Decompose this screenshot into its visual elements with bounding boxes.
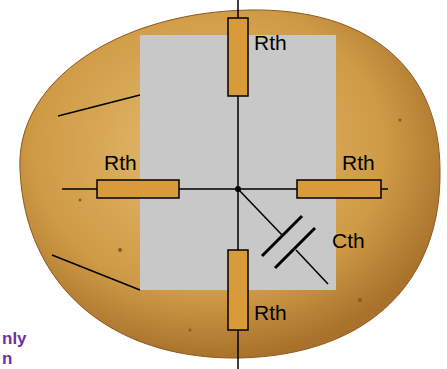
capacitor-label: Cth [332, 230, 365, 251]
note-text: nly [2, 330, 27, 347]
potato [20, 10, 440, 358]
note-text: n [2, 350, 12, 367]
resistor-symbol [97, 180, 179, 198]
resistor-symbol [297, 180, 381, 198]
resistor-label: Rth [342, 152, 375, 173]
resistor-label: Rth [104, 152, 137, 173]
resistor-symbol [228, 250, 248, 330]
resistor-label: Rth [254, 302, 287, 323]
capacitor-symbol [262, 216, 302, 256]
resistor-label: Rth [254, 32, 287, 53]
resistor-symbol [228, 18, 248, 96]
capacitor-symbol [275, 228, 315, 268]
